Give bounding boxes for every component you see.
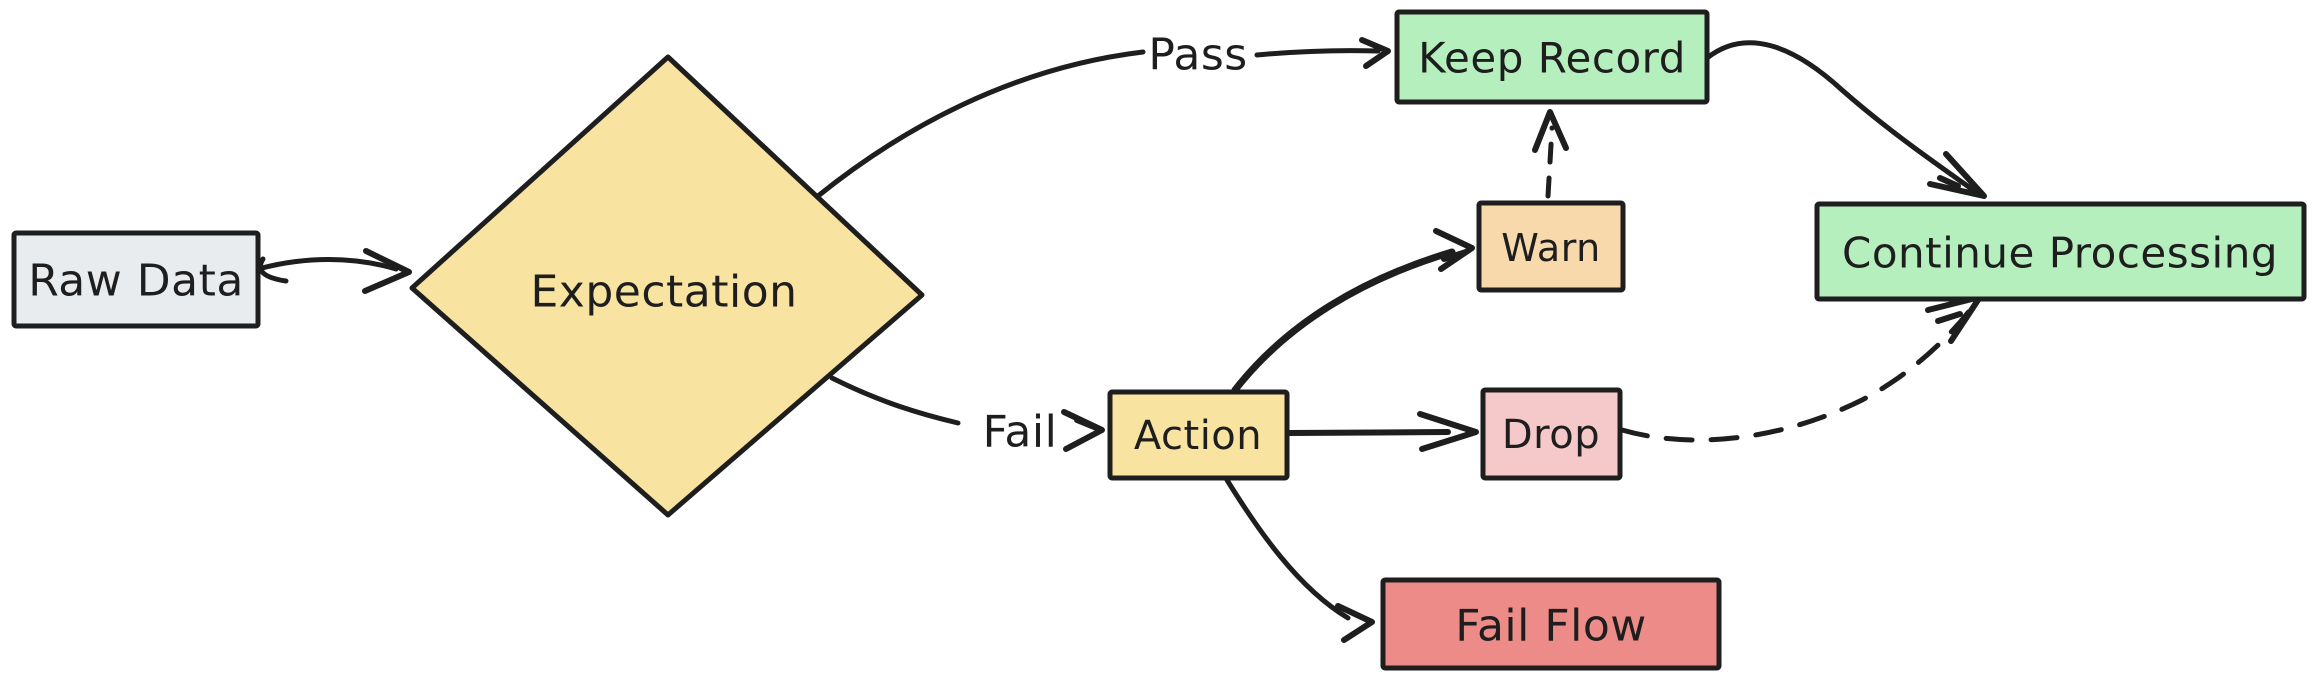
node-warn: Warn bbox=[1476, 200, 1626, 293]
node-continue-processing-label: Continue Processing bbox=[1842, 229, 2278, 278]
edge-action-to-warn bbox=[1231, 228, 1475, 394]
node-expectation-label: Expectation bbox=[530, 267, 797, 318]
edge-action-to-fail-flow bbox=[1224, 477, 1375, 643]
node-expectation: Expectation bbox=[409, 54, 925, 518]
edge-drop-continue-arrowhead-inner bbox=[1935, 311, 1963, 324]
edge-start-hook bbox=[257, 256, 289, 284]
node-continue-processing-box bbox=[1814, 201, 2307, 302]
edge-action-to-drop bbox=[1286, 411, 1479, 452]
node-drop-box bbox=[1480, 387, 1623, 481]
node-keep-record-box bbox=[1394, 9, 1710, 105]
node-drop-label: Drop bbox=[1502, 412, 1600, 458]
node-continue-processing: Continue Processing bbox=[1814, 201, 2307, 302]
edge-drop-to-continue bbox=[1619, 294, 1983, 443]
node-action-label: Action bbox=[1134, 413, 1262, 459]
node-drop: Drop bbox=[1480, 387, 1623, 481]
edge-warn-arrowhead-inner bbox=[1441, 249, 1469, 262]
edge-expectation-to-action bbox=[829, 375, 1105, 452]
edge-label-pass: Pass bbox=[1148, 30, 1247, 81]
edge-continue-arrowhead bbox=[1927, 151, 1987, 199]
edge-raw-data-arrowhead bbox=[362, 248, 412, 294]
node-raw-data-label: Raw Data bbox=[28, 256, 244, 307]
edge-raw-data-to-expectation bbox=[257, 248, 412, 294]
node-keep-record: Keep Record bbox=[1394, 9, 1710, 105]
edge-keep-record-to-continue bbox=[1704, 40, 1987, 199]
edge-warn-arrowhead bbox=[1433, 228, 1475, 272]
edge-continue-arrowhead-inner bbox=[1937, 175, 1961, 189]
node-raw-data-box bbox=[11, 230, 261, 329]
node-keep-record-label: Keep Record bbox=[1418, 34, 1686, 83]
edge-drop-arrowhead bbox=[1417, 411, 1479, 452]
edge-expectation-to-keep-record bbox=[815, 37, 1391, 199]
edge-keep-record-arrowhead bbox=[1532, 109, 1569, 153]
node-warn-box bbox=[1476, 200, 1626, 293]
node-warn-label: Warn bbox=[1501, 226, 1600, 270]
node-action-box bbox=[1107, 389, 1290, 481]
edge-warn-to-keep-record bbox=[1532, 109, 1569, 199]
edge-label-fail: Fail bbox=[983, 407, 1058, 458]
edge-fail-flow-arrowhead bbox=[1335, 603, 1375, 643]
edge-fail-arrowhead-inner bbox=[1074, 417, 1102, 432]
node-expectation-diamond bbox=[409, 54, 925, 518]
node-raw-data: Raw Data bbox=[11, 230, 261, 329]
node-fail-flow-label: Fail Flow bbox=[1455, 601, 1647, 652]
node-fail-flow: Fail Flow bbox=[1380, 577, 1722, 671]
edge-pass-arrowhead bbox=[1359, 37, 1391, 69]
node-fail-flow-box bbox=[1380, 577, 1722, 671]
node-action: Action bbox=[1107, 389, 1290, 481]
